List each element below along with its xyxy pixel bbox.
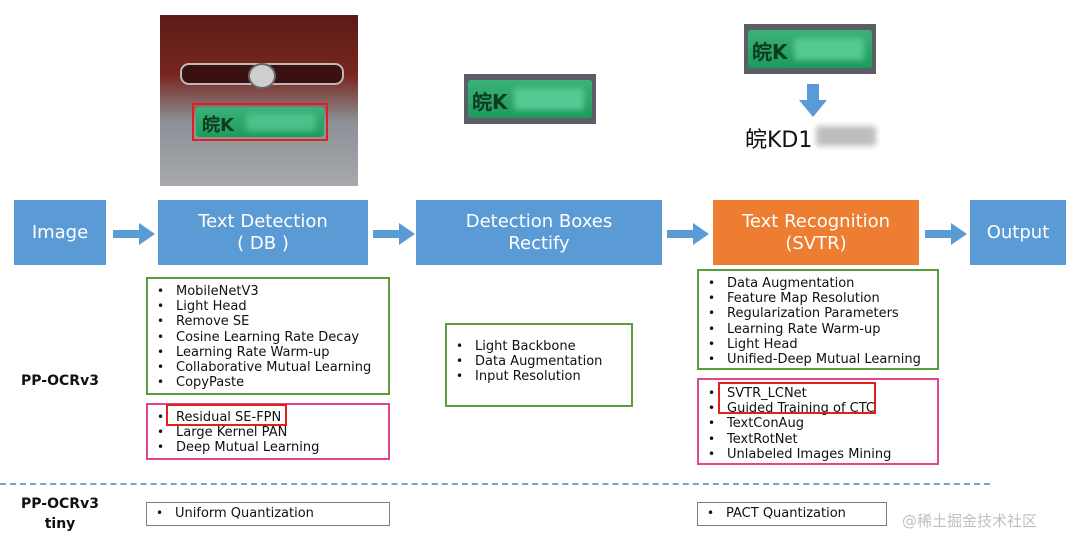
list-item: TextConAug <box>699 416 937 431</box>
recognition-new-strategies-box: SVTR_LCNet Guided Training of CTC TextCo… <box>697 378 939 465</box>
stage-output-label: Output <box>986 221 1050 243</box>
row-label-tiny-line1: PP-OCRv3 <box>21 496 99 512</box>
list-item: TextRotNet <box>699 432 937 447</box>
watermark: @稀土掘金技术社区 <box>902 512 1038 530</box>
row-label-ppocrv3: PP-OCRv3 <box>21 373 99 389</box>
rectify-strategies-box: Light Backbone Data Augmentation Input R… <box>445 323 633 407</box>
section-divider <box>0 483 990 485</box>
row-label-tiny-line2: tiny <box>44 516 76 532</box>
tiny-detection-box: Uniform Quantization <box>146 502 390 526</box>
list-item: Remove SE <box>148 314 388 329</box>
plate-visible-text: 皖K <box>202 115 234 136</box>
detection-new-strategies-box: Residual SE-FPN Large Kernel PAN Deep Mu… <box>146 403 390 460</box>
highlight-svtr-guided-ctc <box>718 382 876 414</box>
recognition-strategies-box: Data Augmentation Feature Map Resolution… <box>697 269 939 370</box>
tiny-recognition-box: PACT Quantization <box>697 502 887 526</box>
rectified-plate-text: 皖K <box>472 90 508 114</box>
list-item: Unlabeled Images Mining <box>699 447 937 462</box>
list-item: Input Resolution <box>447 369 631 384</box>
stage-text-detection: Text Detection ( DB ) <box>158 200 368 265</box>
detection-box <box>192 103 328 141</box>
arrow-right-icon <box>113 223 155 245</box>
stage-image: Image <box>14 200 106 265</box>
recognized-text-blur <box>816 126 876 146</box>
recognition-plate-text: 皖K <box>752 40 788 64</box>
stage-recognition-subtitle: (SVTR) <box>785 232 847 254</box>
stage-rectify-title: Detection Boxes <box>465 210 613 232</box>
list-item: Collaborative Mutual Learning <box>148 360 388 375</box>
stage-output: Output <box>970 200 1066 265</box>
list-item: Light Head <box>148 299 388 314</box>
stage-text-detection-subtitle: ( DB ) <box>237 232 289 254</box>
list-item: Light Backbone <box>447 339 631 354</box>
arrow-right-icon <box>925 223 967 245</box>
highlight-residual-se-fpn <box>166 404 287 426</box>
row-label-ppocrv3-tiny: PP-OCRv3 tiny <box>10 494 110 534</box>
detection-strategies-box: MobileNetV3 Light Head Remove SE Cosine … <box>146 277 390 395</box>
list-item: CopyPaste <box>148 375 388 390</box>
list-item: SVTR_LCNet <box>699 386 937 401</box>
list-item: Learning Rate Warm-up <box>148 345 388 360</box>
list-item: Light Head <box>699 337 937 352</box>
stage-text-recognition: Text Recognition (SVTR) <box>713 200 919 265</box>
list-item: Residual SE-FPN <box>148 410 388 425</box>
recognition-plate-image: 皖K <box>744 24 876 74</box>
stage-detection-rectify: Detection Boxes Rectify <box>416 200 662 265</box>
rectified-plate-image: 皖K <box>464 74 596 124</box>
stage-recognition-title: Text Recognition <box>741 210 891 232</box>
stage-rectify-subtitle: Rectify <box>508 232 570 254</box>
list-item: Regularization Parameters <box>699 306 937 321</box>
recognized-text: 皖KD1 <box>745 128 813 153</box>
list-item: Data Augmentation <box>447 354 631 369</box>
arrow-right-icon <box>373 223 415 245</box>
list-item: Large Kernel PAN <box>148 425 388 440</box>
down-arrow-icon <box>799 84 827 117</box>
plate-blur <box>246 113 316 131</box>
list-item: MobileNetV3 <box>148 284 388 299</box>
list-item: Feature Map Resolution <box>699 291 937 306</box>
arrow-right-icon <box>667 223 709 245</box>
car-logo <box>248 63 276 89</box>
list-item: Learning Rate Warm-up <box>699 322 937 337</box>
list-item: Deep Mutual Learning <box>148 440 388 455</box>
list-item: PACT Quantization <box>698 506 886 521</box>
list-item: Cosine Learning Rate Decay <box>148 330 388 345</box>
car-photo: 皖K <box>160 15 358 186</box>
recognition-plate-blur <box>794 38 864 60</box>
rectified-plate-blur <box>514 88 584 110</box>
stage-image-label: Image <box>31 221 89 243</box>
stage-text-detection-title: Text Detection <box>198 210 328 232</box>
list-item: Data Augmentation <box>699 276 937 291</box>
list-item: Unified-Deep Mutual Learning <box>699 352 937 367</box>
list-item: Uniform Quantization <box>147 506 389 521</box>
